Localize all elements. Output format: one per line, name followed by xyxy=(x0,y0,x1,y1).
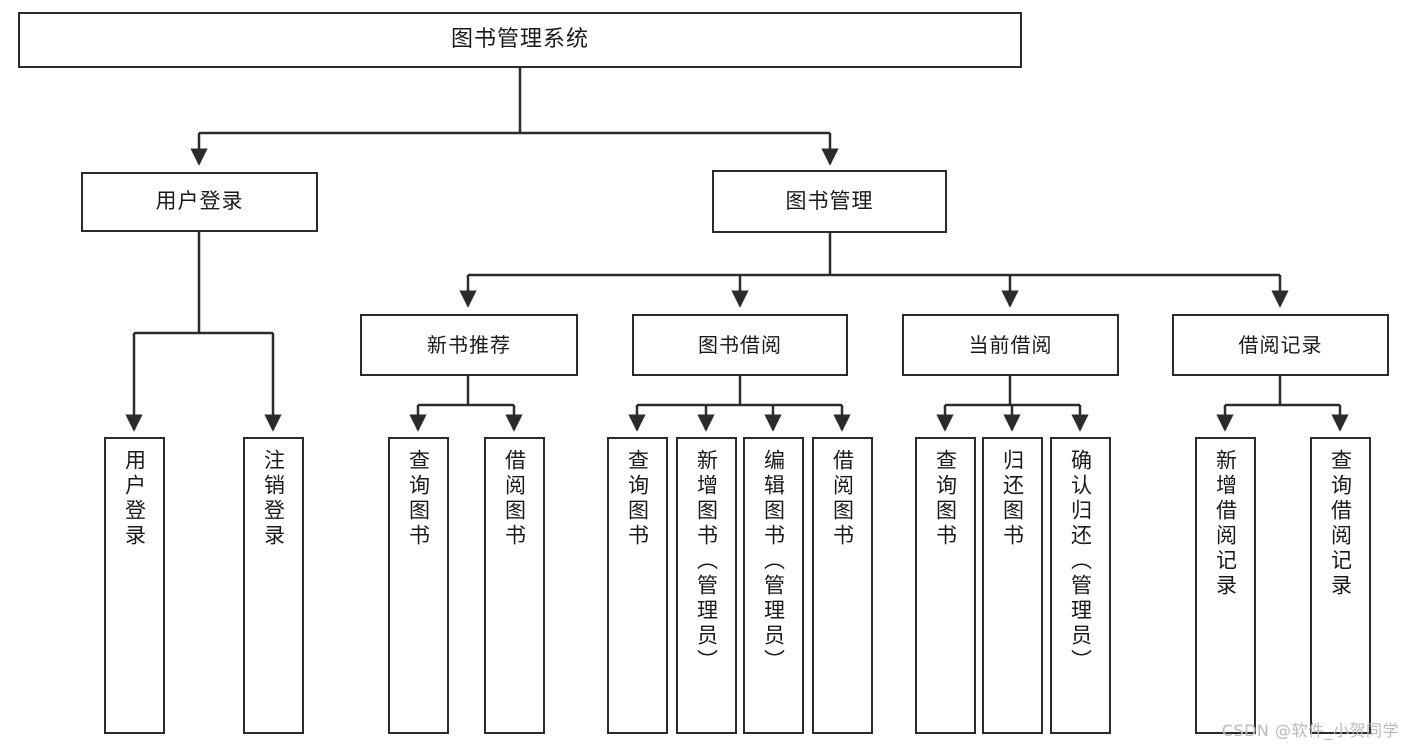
leaf-book-borrow-add[interactable]: 新增图书（管理员） xyxy=(676,437,737,734)
node-user-login[interactable]: 用户登录 xyxy=(81,172,318,232)
leaf-borrow-record-query-label: 查询借阅记录 xyxy=(1328,449,1353,599)
leaf-current-borrow-return[interactable]: 归还图书 xyxy=(982,437,1043,734)
node-book-management[interactable]: 图书管理 xyxy=(712,170,947,233)
leaf-new-book-query[interactable]: 查询图书 xyxy=(388,437,449,734)
node-new-book-recommend[interactable]: 新书推荐 xyxy=(360,314,578,376)
leaf-user-login-login[interactable]: 用户登录 xyxy=(104,437,165,734)
leaf-user-login-logout-label: 注销登录 xyxy=(261,449,286,549)
leaf-borrow-record-query[interactable]: 查询借阅记录 xyxy=(1310,437,1371,734)
node-borrow-record[interactable]: 借阅记录 xyxy=(1172,314,1389,376)
node-current-borrow[interactable]: 当前借阅 xyxy=(902,314,1119,376)
leaf-current-borrow-confirm-return-label: 确认归还（管理员） xyxy=(1068,449,1093,674)
node-user-login-label: 用户登录 xyxy=(155,189,244,214)
leaf-borrow-record-add[interactable]: 新增借阅记录 xyxy=(1195,437,1256,734)
watermark-text: CSDN @软件_小贺同学 xyxy=(1221,721,1399,740)
node-root-label: 图书管理系统 xyxy=(450,26,589,52)
node-borrow-record-label: 借阅记录 xyxy=(1238,333,1323,357)
node-book-borrow-label: 图书借阅 xyxy=(698,333,782,357)
leaf-book-borrow-borrow-label: 借阅图书 xyxy=(830,449,855,549)
leaf-book-borrow-add-label: 新增图书（管理员） xyxy=(694,449,719,674)
node-new-book-recommend-label: 新书推荐 xyxy=(427,333,511,357)
leaf-book-borrow-query-label: 查询图书 xyxy=(625,449,650,549)
leaf-book-borrow-edit-label: 编辑图书（管理员） xyxy=(761,449,786,674)
node-book-management-label: 图书管理 xyxy=(785,188,874,213)
leaf-book-borrow-query[interactable]: 查询图书 xyxy=(607,437,668,734)
leaf-book-borrow-edit[interactable]: 编辑图书（管理员） xyxy=(743,437,804,734)
node-book-borrow[interactable]: 图书借阅 xyxy=(632,314,848,376)
leaf-user-login-logout[interactable]: 注销登录 xyxy=(243,437,304,734)
leaf-borrow-record-add-label: 新增借阅记录 xyxy=(1213,449,1238,599)
node-current-borrow-label: 当前借阅 xyxy=(968,333,1053,357)
leaf-current-borrow-return-label: 归还图书 xyxy=(1000,449,1025,549)
leaf-new-book-borrow[interactable]: 借阅图书 xyxy=(484,437,545,734)
leaf-new-book-query-label: 查询图书 xyxy=(406,449,431,549)
leaf-current-borrow-confirm-return[interactable]: 确认归还（管理员） xyxy=(1050,437,1111,734)
node-root[interactable]: 图书管理系统 xyxy=(18,12,1022,68)
leaf-user-login-login-label: 用户登录 xyxy=(122,449,147,549)
leaf-book-borrow-borrow[interactable]: 借阅图书 xyxy=(812,437,873,734)
leaf-current-borrow-query-label: 查询图书 xyxy=(933,449,958,549)
leaf-new-book-borrow-label: 借阅图书 xyxy=(502,449,527,549)
leaf-current-borrow-query[interactable]: 查询图书 xyxy=(915,437,976,734)
